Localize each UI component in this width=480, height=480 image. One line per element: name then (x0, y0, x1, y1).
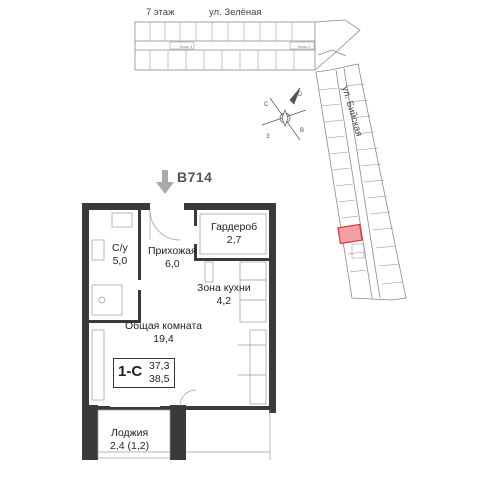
room-area: 2,4 (1,2) (110, 440, 150, 452)
svg-text:Блок 2: Блок 2 (298, 44, 311, 49)
apartment-type: 1-С (118, 363, 143, 380)
room-bathroom: С/у 5,0 (112, 242, 128, 268)
keyplan-side-wing (314, 19, 407, 301)
svg-text:З: З (266, 134, 270, 140)
floor-label: 7 этаж (146, 7, 175, 18)
room-area: 4,2 (216, 295, 232, 307)
svg-text:Ю: Ю (296, 92, 302, 98)
down-arrow-icon (156, 170, 174, 194)
apartment-type-badge: 1-С 37,3 38,5 (113, 358, 175, 388)
room-loggia: Лоджия 2,4 (1,2) (110, 427, 149, 453)
room-area: 19,4 (153, 333, 174, 345)
room-name: Общая комната (125, 320, 202, 332)
street-top-label: ул. Зелёная (209, 7, 262, 18)
apartment-fixtures (91, 209, 271, 460)
keyplan-top-wing (134, 21, 316, 71)
area-total: 37,3 (149, 360, 170, 372)
room-wardrobe: Гардероб 2,7 (211, 221, 257, 247)
compass-rose-icon (261, 87, 307, 141)
room-area: 2,7 (226, 234, 242, 246)
apartment-walls (82, 203, 276, 460)
area-with-loggia: 38,5 (149, 373, 170, 385)
room-area: 5,0 (112, 255, 128, 267)
room-living: Общая комната 19,4 (125, 320, 202, 346)
room-name: Гардероб (211, 221, 258, 233)
room-area: 6,0 (165, 258, 180, 270)
svg-text:Блок 1: Блок 1 (180, 44, 193, 49)
room-hallway: Прихожая 6,0 (148, 245, 197, 271)
svg-text:В: В (300, 128, 304, 134)
svg-text:С: С (264, 102, 269, 108)
apartment-code: В714 (177, 169, 213, 185)
room-kitchen: Зона кухни 4,2 (197, 282, 251, 308)
room-name: Зона кухни (197, 282, 251, 294)
room-name: С/у (112, 242, 128, 254)
room-name: Лоджия (110, 427, 149, 439)
room-name: Прихожая (148, 245, 197, 257)
keyplan-highlight (337, 223, 363, 245)
